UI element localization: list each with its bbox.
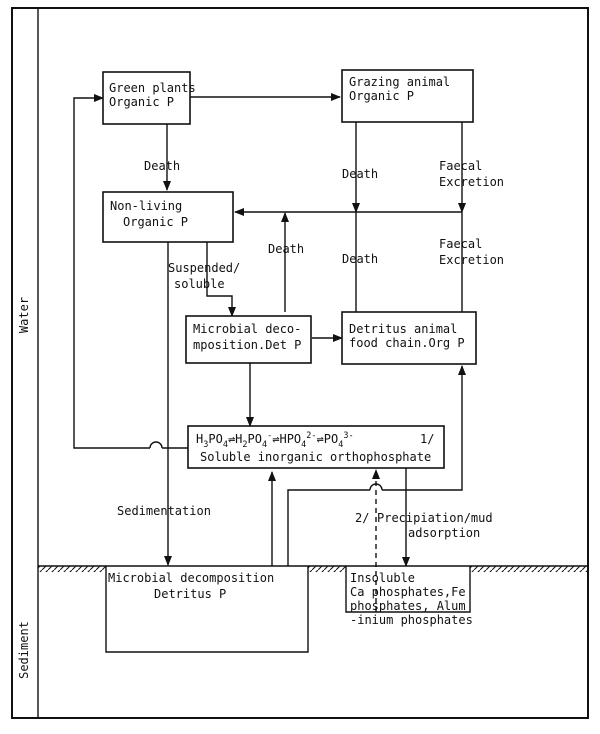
label-sedimentation: Sedimentation: [117, 504, 211, 518]
green-plants-line1: Green plants: [109, 81, 196, 95]
label-faecal-2b: Excretion: [439, 253, 504, 267]
line-ortho-hop: [149, 441, 163, 449]
label-suspended-a: Suspended/: [168, 261, 240, 275]
box-insoluble: Insoluble Ca phosphates,Fe phosphates, A…: [345, 566, 473, 627]
box-microbial-det: Microbial deco- mposition.Det P: [185, 315, 312, 364]
insoluble-line3: phosphates, Alum: [350, 599, 466, 613]
sediment-microbial-line1: Microbial decomposition: [108, 571, 274, 585]
label-faecal-1a: Faecal: [439, 159, 482, 173]
sediment-microbial-line2: Detritus P: [154, 587, 226, 601]
box-sediment-microbial: Microbial decomposition Detritus P: [105, 566, 309, 653]
line-sediment-to-detritus-a: [287, 489, 370, 566]
label-faecal-1b: Excretion: [439, 175, 504, 189]
label-suspended-b: soluble: [174, 277, 225, 291]
arrow-nonliving-to-microbial: [206, 242, 236, 317]
detritus-line1: Detritus animal: [349, 322, 457, 336]
microbial-det-line1: Microbial deco-: [193, 322, 301, 336]
insoluble-line1: Insoluble: [350, 571, 415, 585]
zone-label-sediment: Sediment: [17, 621, 31, 679]
arrow-ortho-to-green: [73, 94, 150, 449]
hatch-middle: [308, 566, 346, 572]
detritus-line2: food chain.Org P: [349, 336, 465, 350]
outer-frame: [11, 7, 589, 719]
non-living-line1: Non-living: [110, 199, 182, 213]
microbial-det-line2: mposition.Det P: [193, 338, 301, 352]
label-death-grazing: Death: [342, 167, 378, 181]
label-death-detritus: Death: [342, 252, 378, 266]
ortho-formula: H3PO4⇌H2PO4-⇌HPO42-⇌PO43-: [196, 431, 354, 450]
label-death-green: Death: [144, 159, 180, 173]
box-orthophosphate: H3PO4⇌H2PO4-⇌HPO42-⇌PO43- 1/ Soluble ino…: [187, 425, 445, 469]
label-precip-a: Precipiation/mud: [377, 511, 493, 525]
ortho-note: 1/: [420, 432, 434, 446]
box-detritus-chain: Detritus animal food chain.Org P: [341, 311, 477, 365]
grazing-line2: Organic P: [349, 89, 414, 103]
green-plants-line2: Organic P: [109, 95, 174, 109]
label-precip-note: 2/: [355, 511, 369, 525]
label-precip-b: adsorption: [408, 526, 480, 540]
label-death-microbial: Death: [268, 242, 304, 256]
hatch-left: [38, 566, 106, 572]
arrow-sediment-to-detritus: [382, 365, 466, 491]
box-grazing-animal: Grazing animal Organic P: [341, 69, 474, 123]
zone-label-water: Water: [17, 297, 31, 333]
insoluble-line4: -inium phosphates: [350, 613, 473, 627]
grazing-line1: Grazing animal: [349, 75, 450, 89]
non-living-line2: Organic P: [123, 215, 188, 229]
insoluble-line2: Ca phosphates,Fe: [350, 585, 466, 599]
box-green-plants: Green plants Organic P: [102, 71, 196, 125]
label-faecal-2a: Faecal: [439, 237, 482, 251]
hatch-right: [470, 566, 588, 572]
ortho-line2: Soluble inorganic orthophosphate: [200, 450, 431, 464]
box-non-living: Non-living Organic P: [102, 191, 234, 243]
